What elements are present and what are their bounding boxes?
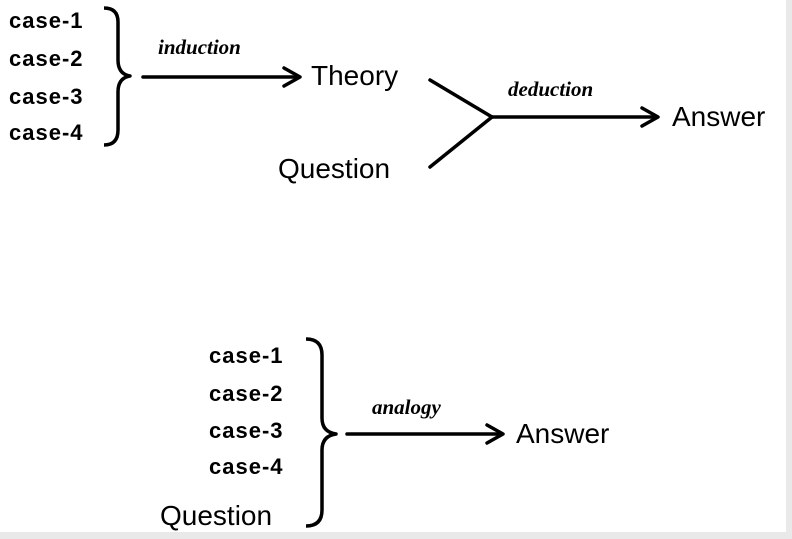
bottom-case-3: case-3 (209, 418, 284, 443)
bottom-case-1: case-1 (209, 343, 284, 368)
bottom-edge-strip (0, 532, 792, 539)
bottom-case-brace (305, 337, 338, 528)
bottom-diagram: case-1 case-2 case-3 case-4 Question ana… (160, 337, 609, 531)
top-case-2: case-2 (9, 46, 84, 71)
top-diagram: case-1 case-2 case-3 case-4 induction Th… (9, 6, 765, 184)
deduction-arrow (490, 106, 660, 128)
theory-node: Theory (311, 60, 398, 91)
analogy-arrow-head (485, 423, 505, 445)
bottom-case-list: case-1 case-2 case-3 case-4 (209, 343, 284, 479)
question-converge-line (428, 115, 494, 169)
bottom-case-2: case-2 (209, 381, 284, 406)
top-case-4: case-4 (9, 120, 84, 145)
analogy-arrow (345, 423, 505, 445)
deduction-arrow-head (640, 106, 660, 128)
induction-arrow (141, 66, 302, 88)
bottom-case-4: case-4 (209, 454, 284, 479)
deduction-label: deduction (508, 77, 593, 101)
top-answer-node: Answer (672, 101, 765, 132)
bottom-answer-node: Answer (516, 418, 609, 449)
top-question-node: Question (278, 153, 390, 184)
right-edge-strip (786, 0, 792, 539)
analogy-label: analogy (372, 395, 442, 419)
top-case-1: case-1 (9, 8, 84, 33)
induction-label: induction (158, 35, 241, 59)
top-case-list: case-1 case-2 case-3 case-4 (9, 8, 84, 145)
induction-arrow-head (282, 66, 302, 88)
bottom-question-node: Question (160, 500, 272, 531)
top-case-3: case-3 (9, 84, 84, 109)
top-case-brace (103, 6, 132, 147)
theory-converge-line (428, 78, 494, 119)
